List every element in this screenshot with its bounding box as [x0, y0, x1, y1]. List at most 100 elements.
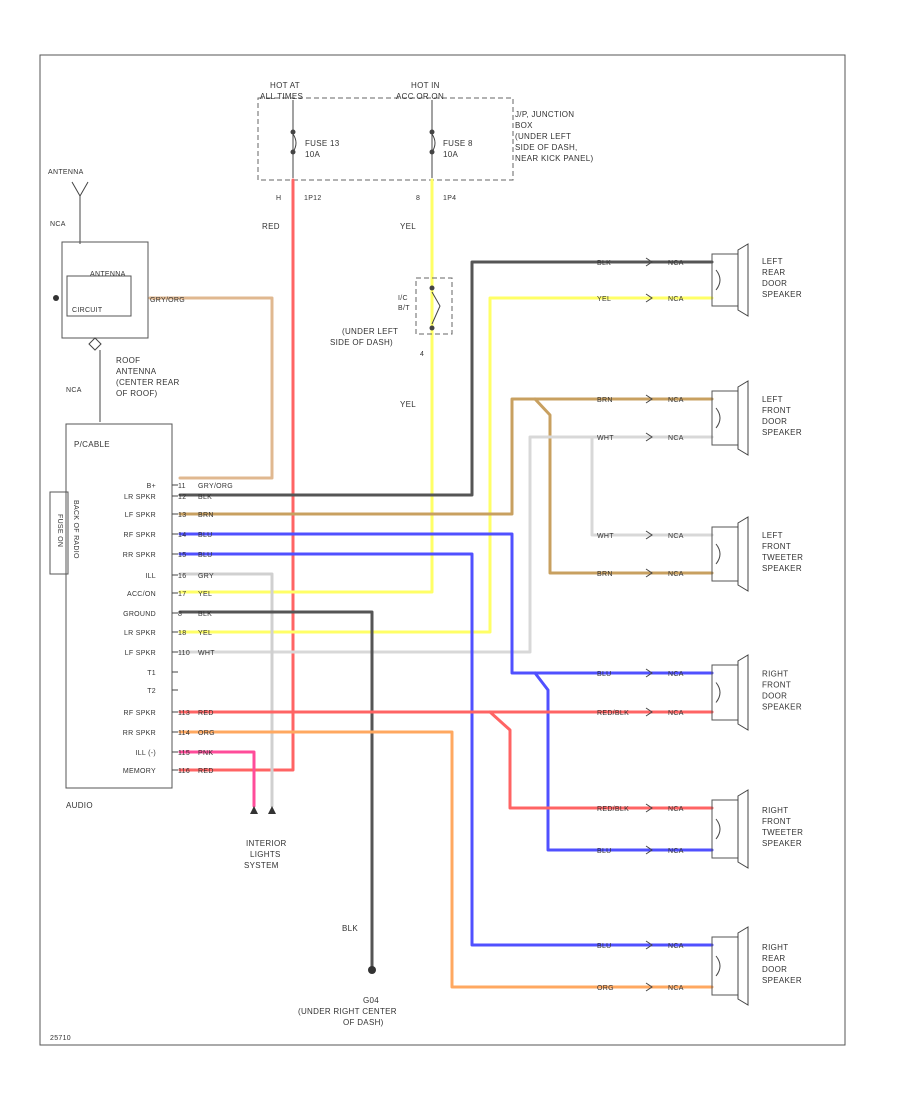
- antenna-circuit-label-2: CIRCUIT: [72, 307, 103, 314]
- speaker-name-line: FRONT: [762, 681, 791, 690]
- speaker-name-line: LEFT: [762, 395, 783, 404]
- black-lr-speaker-wire: [178, 260, 714, 497]
- speaker-icon: [737, 516, 749, 592]
- radio-pin-number: 14: [178, 532, 186, 539]
- antenna-label: ANTENNA: [48, 169, 84, 176]
- junction-box-title-4: SIDE OF DASH,: [515, 143, 578, 152]
- speaker-wire-top: BLU: [597, 943, 612, 950]
- radio-pin-wire: GRY/ORG: [198, 483, 233, 490]
- fuse-8-icon: [431, 133, 436, 153]
- antenna-group: ANTENNA NCA ANTENNA CIRCUIT GRY/ORG NCA …: [48, 169, 185, 422]
- radio-pin-number: 17: [178, 591, 186, 598]
- radio-pin-label: T2: [147, 688, 156, 695]
- radio-side-note-1: FUSE ON: [56, 514, 63, 547]
- junction-box-outline: [257, 97, 514, 181]
- speaker-wire-top: BLU: [597, 671, 612, 678]
- brown-lf-speaker-wire: [178, 397, 714, 516]
- radio-pin-label: LR SPKR: [124, 494, 156, 501]
- black-ground-label: BLK: [342, 924, 358, 933]
- radio-pin-label: LF SPKR: [125, 650, 156, 657]
- speaker-connector-top: [645, 940, 653, 950]
- radio-pin-wire: BRN: [198, 512, 214, 519]
- speaker-name-line: SPEAKER: [762, 839, 802, 848]
- fuse-13-terminal-top: [290, 129, 296, 135]
- circuit-breaker: I/C B/T 4 (UNDER LEFT SIDE OF DASH): [330, 277, 453, 358]
- breaker-switch-icon: [431, 291, 441, 325]
- speaker-conn-top: NCA: [668, 943, 684, 950]
- interior-lights-label-2: LIGHTS: [250, 850, 281, 859]
- radio-pin-label: T1: [147, 670, 156, 677]
- radio-pin-number: 114: [178, 730, 190, 737]
- speaker-name-line: SPEAKER: [762, 564, 802, 573]
- roof-antenna-3: (CENTER REAR: [116, 378, 180, 387]
- antenna-ground-dot: [53, 295, 59, 301]
- speaker-name-line: RIGHT: [762, 806, 788, 815]
- radio-pin-label: RF SPKR: [124, 532, 156, 539]
- ground-dot: [368, 966, 376, 974]
- radio-pin-label: ILL (-): [135, 750, 156, 757]
- diagram-frame: [39, 54, 846, 1046]
- speaker-conn-top: NCA: [668, 806, 684, 813]
- antenna-nca-top: NCA: [50, 221, 66, 228]
- jb-connector-right: 1P4: [443, 195, 456, 202]
- yellow-lr-speaker-wire: [178, 296, 714, 634]
- jb-connector-left: 1P12: [304, 195, 322, 202]
- speaker-icon: [737, 789, 749, 869]
- speaker-name-line: DOOR: [762, 965, 787, 974]
- junction-box: HOT AT ALL TIMES HOT IN ACC OR ON FUSE 1…: [257, 81, 593, 202]
- radio-pin-wire: YEL: [198, 591, 212, 598]
- speaker-wire-bottom: BRN: [597, 571, 613, 578]
- gray-ill-wire: [178, 572, 274, 808]
- speaker-name-line: RIGHT: [762, 670, 788, 679]
- speaker-name-line: RIGHT: [762, 943, 788, 952]
- hot-in-label: HOT IN: [411, 81, 440, 90]
- fuse-8-terminal-top: [429, 129, 435, 135]
- antenna-connector: [88, 337, 102, 351]
- radio-pin-number: 115: [178, 750, 190, 757]
- radio-pin-number: 13: [178, 512, 186, 519]
- antenna-circuit-label-1: ANTENNA: [90, 271, 126, 278]
- breaker-pin: 4: [420, 351, 424, 358]
- circuit-breaker-outline: [415, 277, 453, 335]
- ground-id: G04: [363, 996, 379, 1005]
- brown-tweeter-wire: [533, 397, 714, 575]
- speaker-connector-top: [645, 257, 653, 267]
- speaker-connector-bottom: [645, 432, 653, 442]
- speakers: BLKYELNCANCALEFTREARDOORSPEAKERBRNWHTNCA…: [597, 243, 803, 1006]
- gray-orange-wire: [148, 296, 274, 480]
- speaker-wire-top: BRN: [597, 397, 613, 404]
- speaker-wire-bottom: YEL: [597, 296, 611, 303]
- speaker-name-line: LEFT: [762, 531, 783, 540]
- jb-pin-left: H: [276, 195, 281, 202]
- speaker-connector-top: [645, 668, 653, 678]
- antenna-nca-bottom: NCA: [66, 387, 82, 394]
- speaker-frame: [711, 664, 739, 721]
- radio-pin-number: 116: [178, 768, 190, 775]
- roof-antenna-1: ROOF: [116, 356, 140, 365]
- fuse-8-label: FUSE 8: [443, 139, 473, 148]
- radio-pin-wire: BLU: [198, 552, 213, 559]
- speaker-conn-bottom: NCA: [668, 435, 684, 442]
- speaker-frame: [711, 390, 739, 446]
- speaker-name-line: SPEAKER: [762, 428, 802, 437]
- speaker-conn-top: NCA: [668, 397, 684, 404]
- speaker-connector-top: [645, 530, 653, 540]
- speaker-name-line: FRONT: [762, 542, 791, 551]
- speaker-name-line: SPEAKER: [762, 290, 802, 299]
- ground-location-2: OF DASH): [343, 1018, 384, 1027]
- speaker-name-line: SPEAKER: [762, 703, 802, 712]
- speaker-name-line: DOOR: [762, 279, 787, 288]
- speaker-connector-bottom: [645, 568, 653, 578]
- interior-lights-label-1: INTERIOR: [246, 839, 287, 848]
- speaker-icon: [737, 654, 749, 731]
- black-ground-wire: [178, 610, 374, 970]
- radio-pin-wire: PNK: [198, 750, 213, 757]
- speaker-wire-top: RED/BLK: [597, 806, 629, 813]
- speaker-conn-bottom: NCA: [668, 985, 684, 992]
- breaker-location-1: (UNDER LEFT: [342, 327, 398, 336]
- speaker-wire-top: BLK: [597, 260, 611, 267]
